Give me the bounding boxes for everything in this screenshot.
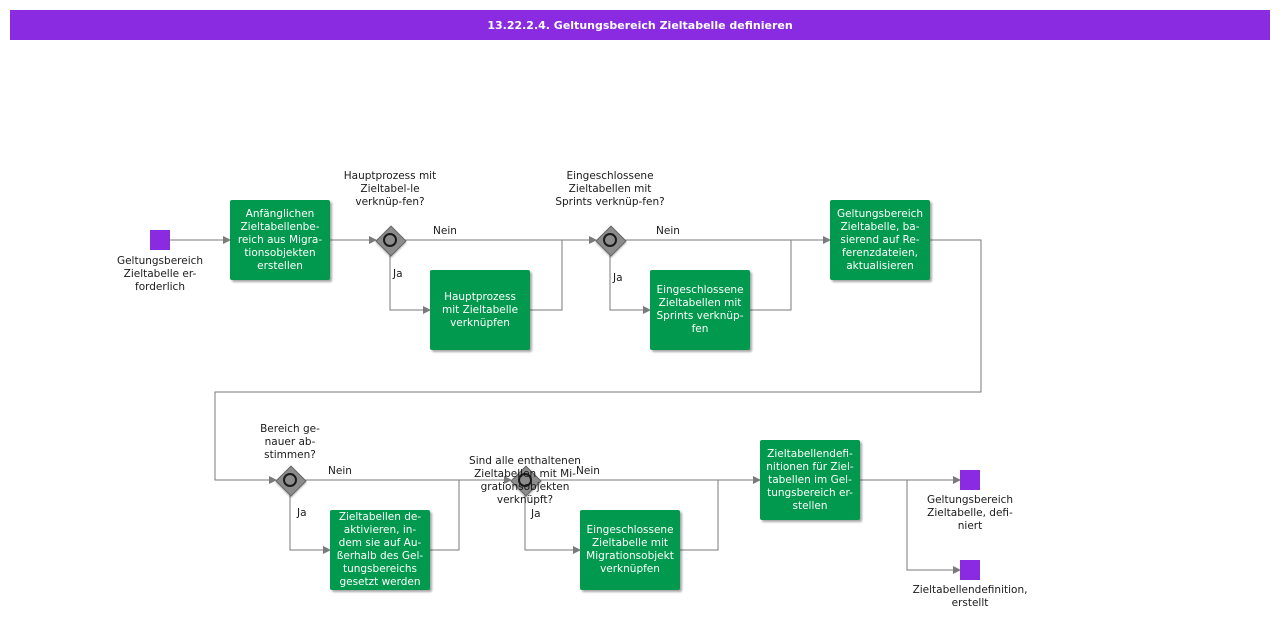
end-event-scope-defined[interactable] [960,470,980,490]
edge-label-nein: Nein [576,465,600,477]
edge-label-ja: Ja [613,272,623,284]
gateway-ring-icon [518,473,532,487]
flow-t5-to-g4 [430,480,460,551]
flow-g4-ja [524,494,581,554]
diagram-title: 13.22.2.4. Geltungsbereich Zieltabelle d… [10,10,1270,40]
edge-label-nein: Nein [433,225,457,237]
flow-t3-to-t4 [750,240,792,311]
flow-g2-ja [609,254,651,314]
flow-t2-to-g2 [530,240,563,311]
task-link-migration-object[interactable]: Eingeschlossene Zieltabelle mit Migratio… [580,510,680,590]
gateway-refine-scope-label: Bereich ge-nauer ab-stimmen? [260,423,320,461]
flow-t4-to-g3 [214,239,982,484]
flow-t6-to-t7 [680,480,719,551]
gateway-main-process-label: Hauptprozess mit Zieltabel-le verknüp-fe… [343,170,437,208]
gateway-ring-icon [603,233,617,247]
flow-t7-to-end-definition [906,480,961,574]
gateway-ring-icon [283,473,297,487]
gateway-ring-icon [383,233,397,247]
edge-label-ja: Ja [393,268,403,280]
flow-g3-ja [289,494,331,554]
edge-label-ja: Ja [297,507,307,519]
edge-label-nein: Nein [656,225,680,237]
start-event[interactable] [150,230,170,250]
task-initial-scope[interactable]: Anfänglichen Zieltabellenbe-reich aus Mi… [230,200,330,280]
task-deactivate-tables[interactable]: Zieltabellen de-aktivieren, in-dem sie a… [330,510,430,590]
end-event-definition-created[interactable] [960,560,980,580]
edge-label-nein: Nein [328,465,352,477]
task-update-scope[interactable]: Geltungsbereich Zieltabelle, ba-sierend … [830,200,930,280]
gateway-sprints-label: Eingeschlossene Zieltabellen mit Sprints… [555,170,665,208]
edge-label-ja: Ja [531,508,541,520]
start-event-label: Geltungsbereich Zieltabelle er-forderlic… [116,255,204,293]
task-create-definitions[interactable]: Zieltabellendefi-nitionen für Ziel-tabel… [760,440,860,520]
task-link-sprints[interactable]: Eingeschlossene Zieltabellen mit Sprints… [650,270,750,350]
flow-g1-ja [389,254,431,314]
end-event-scope-defined-label: Geltungsbereich Zieltabelle, defi-niert [926,494,1014,532]
end-event-definition-created-label: Zieltabellendefinition, erstellt [912,584,1028,609]
gateway-all-linked-label: Sind alle enthaltenen Zieltabellen mit M… [469,455,581,506]
task-link-main-process[interactable]: Hauptprozess mit Zieltabelle verknüpfen [430,270,530,350]
